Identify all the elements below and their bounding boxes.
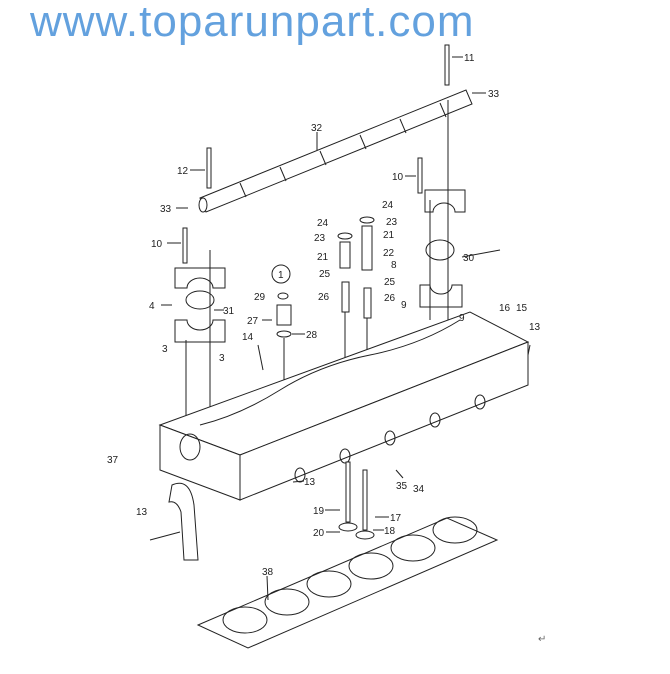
part-label: 27 xyxy=(247,316,259,327)
part-label: 26 xyxy=(384,293,396,304)
return-mark: ↵ xyxy=(538,634,547,645)
part-label: 20 xyxy=(313,528,325,539)
part-label: 16 xyxy=(499,303,511,314)
part-label: 25 xyxy=(384,277,396,288)
part-labels: 11 33 32 12 10 33 24 23 24 23 21 10 21 2… xyxy=(107,53,541,578)
group-marker: 1 xyxy=(278,270,284,281)
part-label: 14 xyxy=(242,332,254,343)
part-label: 4 xyxy=(149,301,155,312)
part-label: 3 xyxy=(219,353,225,364)
part-label: 29 xyxy=(254,292,266,303)
part-label: 24 xyxy=(382,200,394,211)
part-label: 32 xyxy=(311,123,323,134)
part-label: 13 xyxy=(304,477,316,488)
part-label: 21 xyxy=(383,230,395,241)
bolts xyxy=(182,44,450,264)
lifting-eye xyxy=(168,482,199,561)
part-label: 9 xyxy=(459,313,465,324)
part-label: 9 xyxy=(401,300,407,311)
part-label: 10 xyxy=(151,239,163,250)
part-label: 15 xyxy=(516,303,528,314)
part-label: 17 xyxy=(390,513,402,524)
part-label: 13 xyxy=(136,507,148,518)
part-label: 37 xyxy=(107,455,119,466)
part-label: 30 xyxy=(463,253,475,264)
part-label: 24 xyxy=(317,218,329,229)
part-label: 18 xyxy=(384,526,396,537)
part-label: 33 xyxy=(160,204,172,215)
part-label: 3 xyxy=(162,344,168,355)
head-gasket xyxy=(196,516,499,649)
cylinder-head xyxy=(158,311,530,501)
watermark: www.toparunpart.com xyxy=(30,0,475,46)
part-label: 13 xyxy=(529,322,541,333)
part-label: 22 xyxy=(383,248,395,259)
part-label: 11 xyxy=(464,53,475,64)
part-label: 26 xyxy=(318,292,330,303)
leader-lines xyxy=(161,56,531,601)
part-label: 25 xyxy=(319,269,331,280)
part-label: 33 xyxy=(488,89,500,100)
part-label: 19 xyxy=(313,506,325,517)
injector-sleeve xyxy=(271,264,292,400)
part-label: 8 xyxy=(391,260,397,271)
part-label: 35 xyxy=(396,481,408,492)
bearing-caps-right xyxy=(419,100,466,320)
part-label: 28 xyxy=(306,330,318,341)
part-label: 10 xyxy=(392,172,404,183)
camshaft xyxy=(198,89,473,213)
part-label: 38 xyxy=(262,567,274,578)
bearing-caps-left xyxy=(174,250,226,440)
part-label: 31 xyxy=(223,306,235,317)
part-label: 23 xyxy=(386,217,398,228)
part-label: 12 xyxy=(177,166,189,177)
part-label: 34 xyxy=(413,484,425,495)
part-label: 23 xyxy=(314,233,326,244)
valves xyxy=(338,461,375,540)
part-label: 21 xyxy=(317,252,329,263)
